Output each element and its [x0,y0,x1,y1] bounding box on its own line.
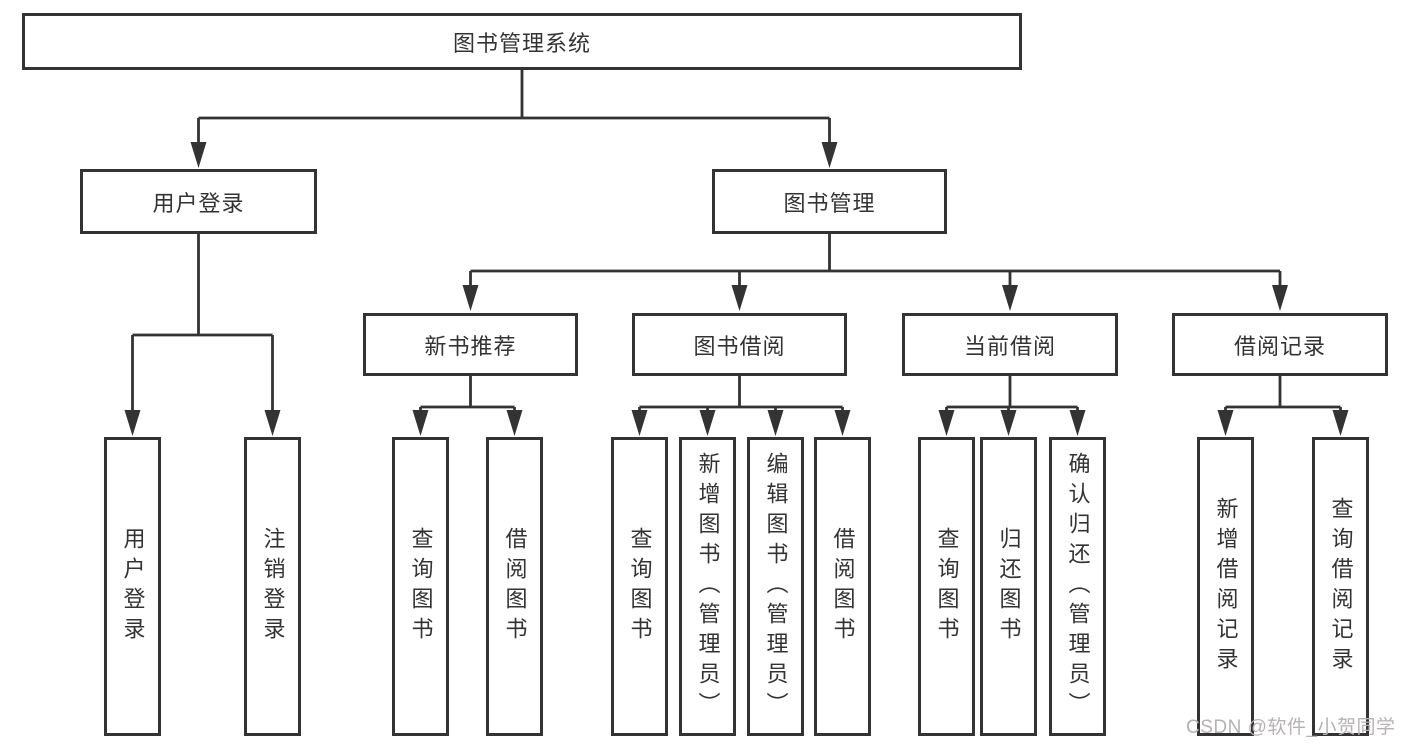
leaf-return-books: 归还图书 [980,437,1037,736]
node-current-borrowing: 当前借阅 [902,313,1118,376]
leaf-borrow-books-borrowing: 借阅图书 [814,437,871,736]
leaf-query-books-recommend: 查询图书 [392,437,449,736]
arrowheads [124,142,1349,436]
leaf-logout: 注销登录 [244,437,301,736]
leaf-label: 查询图书 [627,526,653,647]
leaf-label: 注销登录 [260,526,286,647]
leaf-query-books-borrowing: 查询图书 [611,437,668,736]
leaf-label: 新增图书（管理员） [695,451,721,722]
leaf-label: 编辑图书（管理员） [763,451,789,722]
node-library-system: 图书管理系统 [22,13,1022,70]
leaf-add-books-admin: 新增图书（管理员） [679,437,736,736]
leaf-query-books-current: 查询图书 [918,437,975,736]
leaf-label: 新增借阅记录 [1213,496,1239,677]
node-book-borrowing: 图书借阅 [632,313,847,376]
leaf-confirm-return-admin: 确认归还（管理员） [1049,437,1106,736]
node-new-book-recommend: 新书推荐 [363,313,578,376]
leaf-label: 用户登录 [120,526,146,647]
node-borrowing-records: 借阅记录 [1172,313,1388,376]
leaf-query-borrow-record: 查询借阅记录 [1312,437,1369,736]
leaf-label: 查询图书 [934,526,960,647]
node-user-login: 用户登录 [80,169,317,234]
leaf-label: 确认归还（管理员） [1065,451,1091,722]
leaf-label: 借阅图书 [502,526,528,647]
leaf-label: 借阅图书 [830,526,856,647]
leaf-edit-books-admin: 编辑图书（管理员） [747,437,804,736]
node-book-management: 图书管理 [712,169,947,234]
leaf-user-login: 用户登录 [104,437,161,736]
leaf-label: 查询借阅记录 [1328,496,1354,677]
leaf-borrow-books-recommend: 借阅图书 [486,437,543,736]
leaf-label: 查询图书 [408,526,434,647]
leaf-label: 归还图书 [996,526,1022,647]
csdn-watermark: CSDN @软件_小贺同学 [1186,717,1396,738]
leaf-add-borrow-record: 新增借阅记录 [1197,437,1254,736]
